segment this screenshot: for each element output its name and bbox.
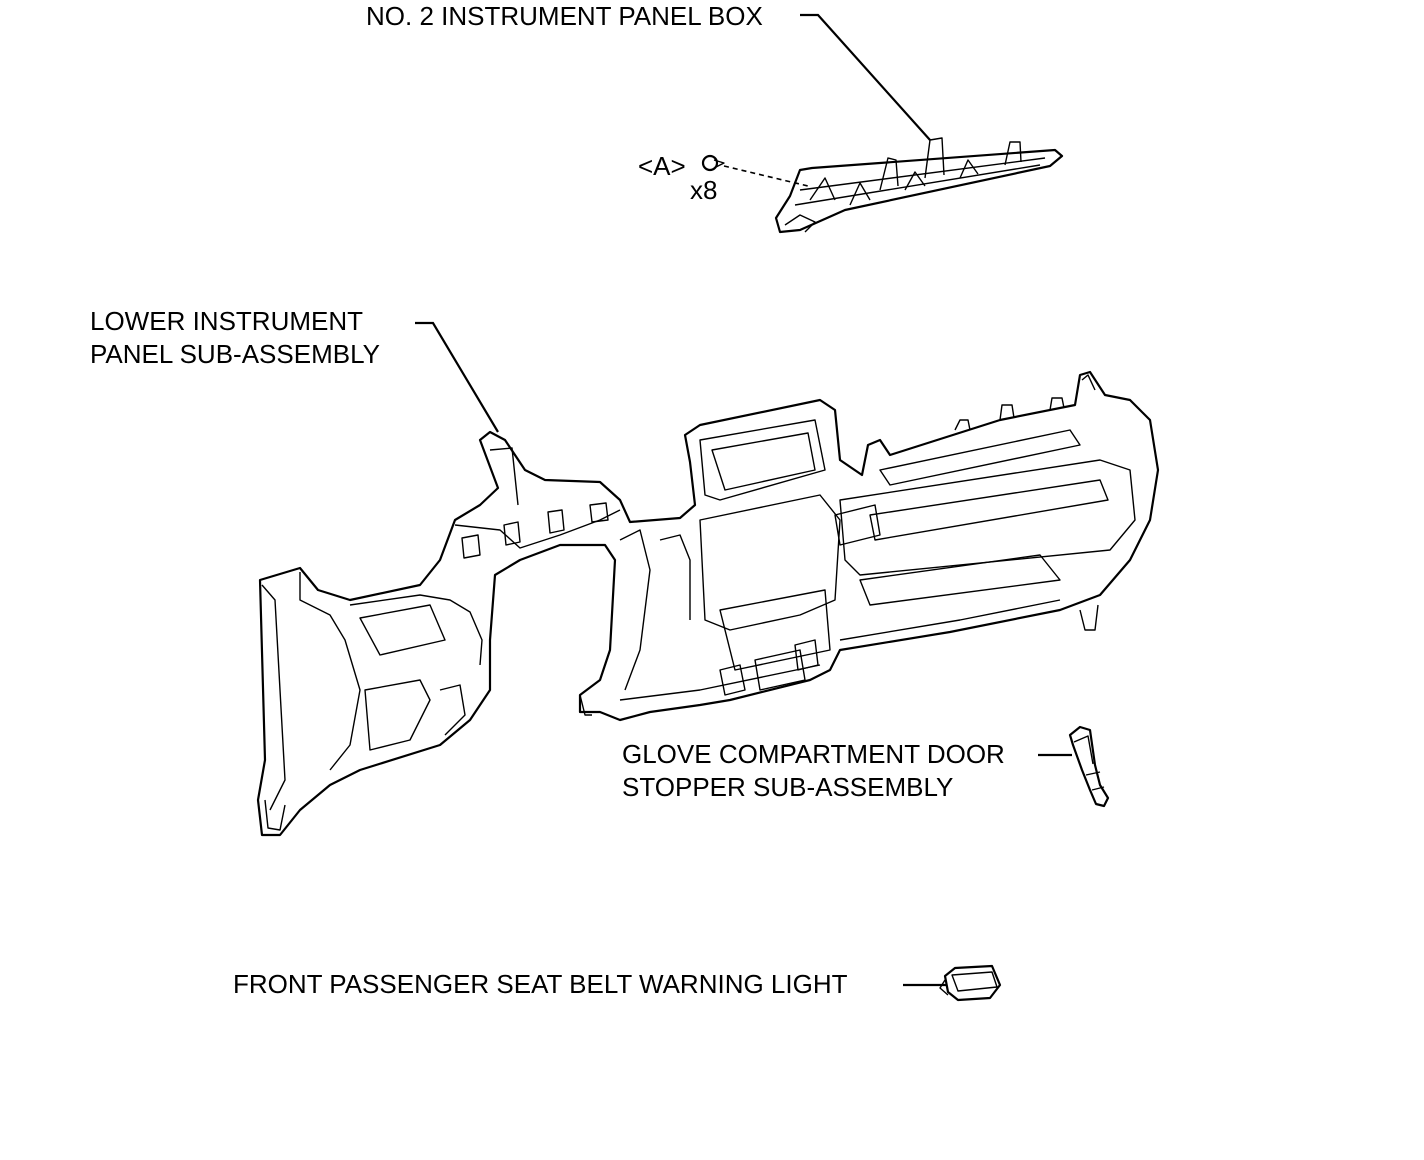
glove-stopper-label-line1: GLOVE COMPARTMENT DOOR — [622, 739, 1005, 769]
glove-stopper-label-line2: STOPPER SUB-ASSEMBLY — [622, 772, 954, 802]
lower-panel-leader-line — [415, 321, 499, 433]
seat-belt-light-part — [939, 964, 1002, 1002]
lower-instrument-panel-part — [256, 370, 1160, 837]
fastener-ref-label: <A> — [638, 151, 686, 181]
fastener-qty-label: x8 — [690, 175, 718, 205]
lower-panel-label-line2: PANEL SUB-ASSEMBLY — [90, 339, 380, 369]
glove-stopper-part — [1068, 725, 1110, 808]
screw-fastener — [701, 154, 725, 172]
instrument-panel-box-part — [774, 137, 1064, 234]
fastener-leader-line — [723, 165, 809, 187]
panel-box-leader-line — [800, 13, 931, 141]
seat-belt-light-label: FRONT PASSENGER SEAT BELT WARNING LIGHT — [233, 969, 848, 999]
instrument-panel-box-label: NO. 2 INSTRUMENT PANEL BOX — [366, 1, 763, 31]
lower-panel-label-line1: LOWER INSTRUMENT — [90, 306, 363, 336]
